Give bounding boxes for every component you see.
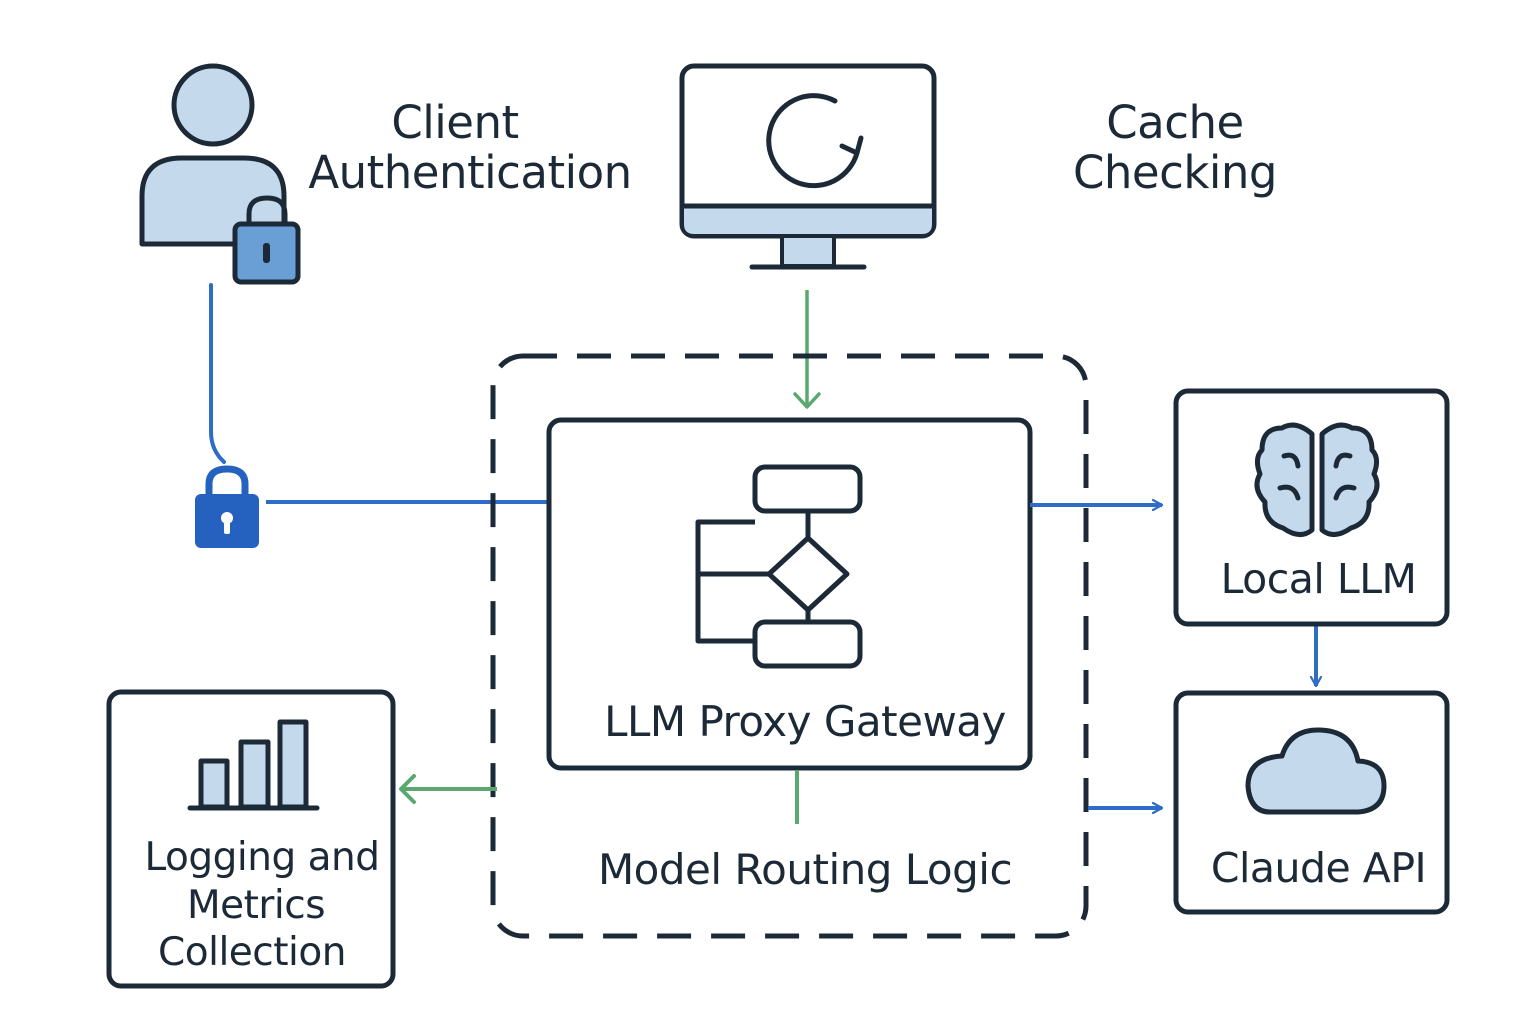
- monitor-refresh-icon: [679, 63, 937, 270]
- bar-chart-icon: [187, 719, 320, 811]
- client-auth-line-2: Authentication: [308, 146, 632, 200]
- client-auth-line-1: Client: [391, 96, 519, 149]
- cache-line-1: Cache: [1106, 96, 1244, 149]
- lock-icon: [195, 465, 259, 548]
- claude-api-label: Claude API: [1210, 844, 1427, 892]
- logging-box: [106, 689, 396, 989]
- client-authentication-label: Client Authentication: [300, 96, 640, 200]
- cache-checking-label: Cache Checking: [1040, 96, 1310, 200]
- logging-line-3: Collection: [158, 930, 346, 976]
- routing-to-logging-arrow: [399, 774, 497, 804]
- gateway-label: LLM Proxy Gateway: [604, 697, 1006, 746]
- cache-line-2: Checking: [1072, 146, 1278, 200]
- local-llm-label: Local LLM: [1220, 555, 1417, 603]
- logging-metrics-label: Logging and Metrics Collection: [112, 834, 412, 977]
- flowchart-icon: [695, 464, 863, 669]
- auth-connector-line: [209, 283, 226, 464]
- brain-icon: [1254, 422, 1380, 537]
- logging-line-1: Logging and: [144, 835, 381, 880]
- user-with-lock-icon: [139, 63, 301, 285]
- logging-line-2: Metrics: [186, 882, 326, 928]
- cache-to-gateway-arrow: [793, 290, 821, 409]
- routing-logic-label: Model Routing Logic: [597, 845, 1013, 894]
- routing-logic-container: [490, 353, 1089, 939]
- cloud-icon: [1245, 727, 1387, 815]
